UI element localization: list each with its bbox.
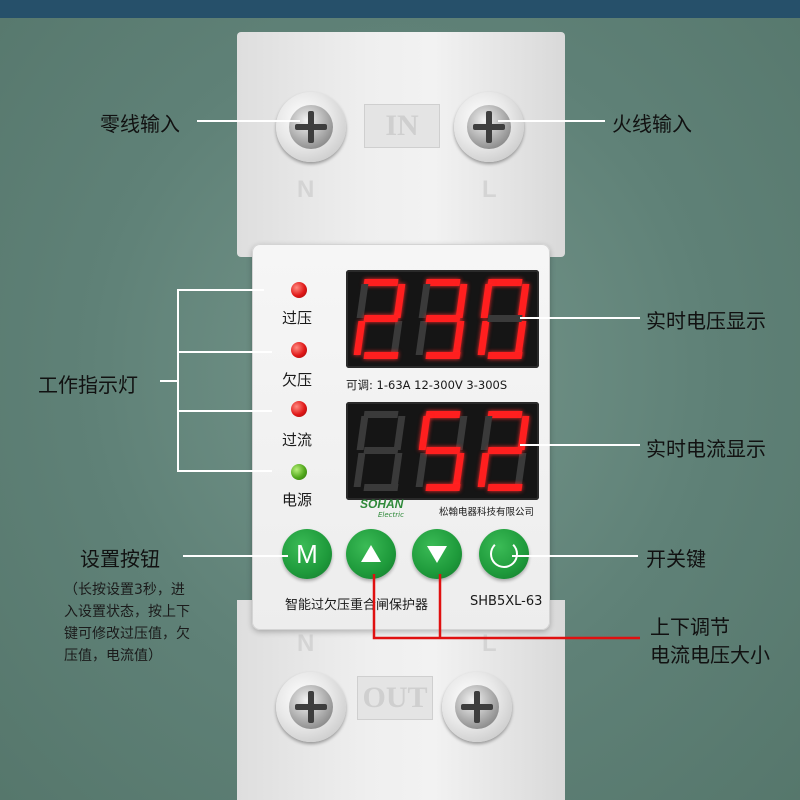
undervoltage-label: 欠压 (282, 371, 313, 389)
settings-note-line-1: （长按设置3秒，进 (64, 582, 185, 598)
indicator-lights-label: 工作指示灯 (38, 373, 138, 397)
current-display-label: 实时电流显示 (646, 437, 766, 461)
brand-logo: SOHAN (360, 497, 404, 511)
screw-head-icon (467, 105, 511, 149)
bottom-terminal-n: N (297, 630, 315, 657)
power-label: 电源 (282, 491, 313, 509)
power-icon (490, 540, 518, 568)
undervoltage-led (291, 342, 307, 358)
adjust-label-line-2: 电流电压大小 (650, 643, 770, 667)
model-code: SHB5XL-63 (470, 594, 543, 609)
down-arrow-icon (427, 546, 447, 563)
range-text: 可调: 1-63A 12-300V 3-300S (346, 378, 508, 392)
top-terminal-n: N (297, 176, 315, 203)
live-output-screw (442, 672, 512, 742)
settings-note-line-4: 压值，电流值） (64, 648, 162, 664)
screw-head-icon (455, 685, 499, 729)
in-label: IN (364, 104, 440, 148)
overcurrent-label: 过流 (282, 431, 313, 449)
live-input-screw (454, 92, 524, 162)
model-name: 智能过欠压重合闸保护器 (285, 598, 429, 613)
overvoltage-label: 过压 (282, 309, 313, 327)
settings-note-line-3: 键可修改过压值，欠 (64, 626, 190, 642)
power-button[interactable] (479, 529, 529, 579)
voltage-display (346, 270, 539, 368)
screw-head-icon (289, 685, 333, 729)
live-input-label: 火线输入 (612, 112, 692, 136)
overcurrent-led (291, 401, 307, 417)
power-key-label: 开关键 (646, 547, 706, 571)
out-label: OUT (357, 676, 433, 720)
neutral-input-screw (276, 92, 346, 162)
settings-button-label: 设置按钮 (80, 547, 160, 571)
neutral-output-screw (276, 672, 346, 742)
top-terminal-l: L (482, 176, 497, 203)
up-arrow-icon (361, 545, 381, 562)
power-led (291, 464, 307, 480)
brand-sub: Electric (378, 511, 404, 519)
down-button[interactable] (412, 529, 462, 579)
current-display (346, 402, 539, 500)
neutral-input-label: 零线输入 (100, 112, 180, 136)
voltage-display-label: 实时电压显示 (646, 309, 766, 333)
screw-head-icon (289, 105, 333, 149)
adjust-label-line-1: 上下调节 (650, 615, 730, 639)
up-button[interactable] (346, 529, 396, 579)
top-band (0, 0, 800, 18)
settings-note-line-2: 入设置状态，按上下 (64, 604, 190, 620)
overvoltage-led (291, 282, 307, 298)
company-name: 松翰电器科技有限公司 (439, 507, 535, 518)
m-settings-button[interactable]: M (282, 529, 332, 579)
